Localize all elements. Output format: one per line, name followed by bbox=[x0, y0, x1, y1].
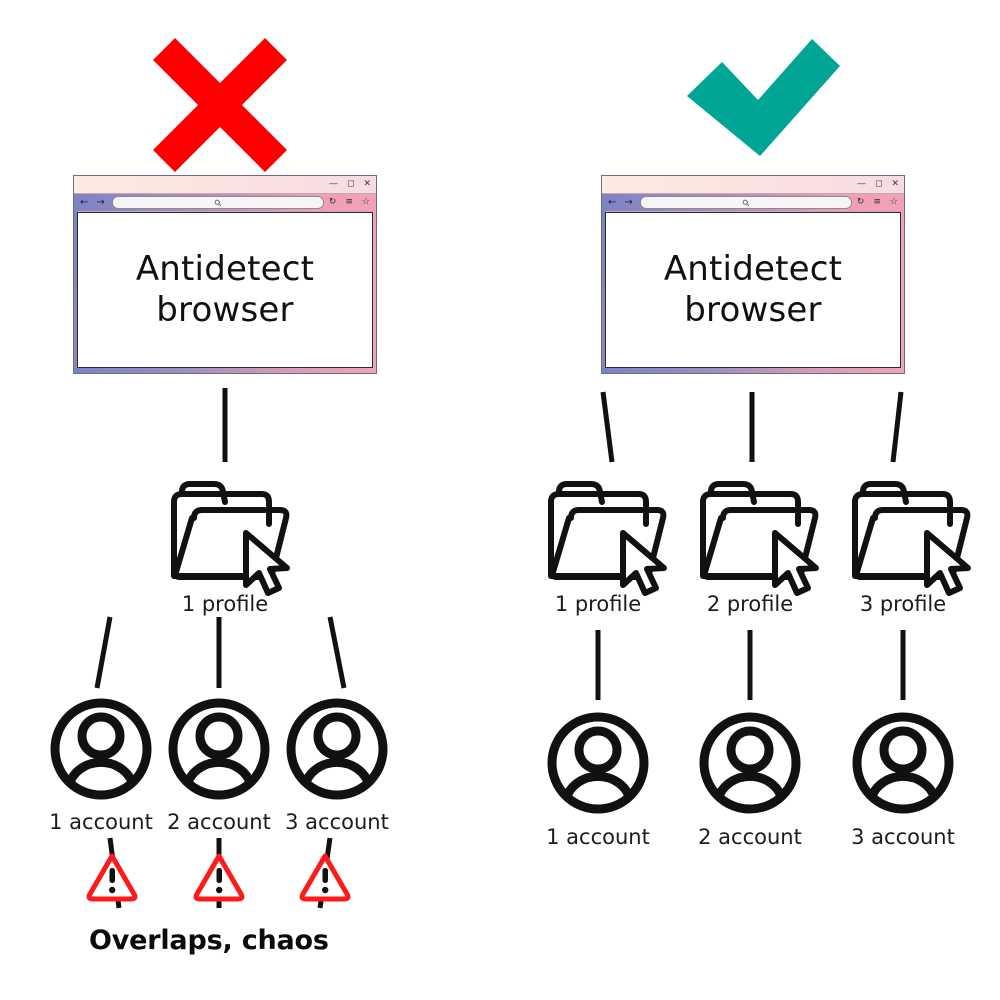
bookmark-star-icon[interactable]: ☆ bbox=[889, 197, 898, 207]
search-icon bbox=[742, 199, 749, 206]
account-label-right-2: 2 account bbox=[698, 825, 802, 849]
overlaps-chaos-label: Overlaps, chaos bbox=[89, 925, 329, 956]
nav-buttons-left: ← → bbox=[80, 196, 105, 208]
warning-triangle-icon-1 bbox=[86, 853, 138, 902]
browser-viewport-right: Antidetect browser bbox=[605, 212, 901, 368]
url-bar-right[interactable] bbox=[639, 196, 852, 209]
nav-buttons-right: ← → bbox=[608, 196, 633, 208]
folder-icon-right-2 bbox=[700, 481, 819, 596]
avatar-icon-right-3 bbox=[852, 712, 954, 814]
maximize-icon[interactable]: ◻ bbox=[346, 179, 355, 189]
browser-bottom-edge bbox=[602, 368, 904, 373]
page-text-line1: Antidetect bbox=[135, 248, 315, 289]
maximize-icon[interactable]: ◻ bbox=[874, 179, 883, 189]
account-label-right-1: 1 account bbox=[546, 825, 650, 849]
avatar-icon-right-1 bbox=[547, 712, 649, 814]
folder-icon-right-1 bbox=[548, 481, 667, 596]
teal-check-mark bbox=[687, 39, 840, 156]
cursor-icon bbox=[620, 530, 667, 596]
page-text-line2: browser bbox=[684, 290, 822, 330]
browser-bottom-edge bbox=[74, 368, 376, 373]
page-text-line1: Antidetect bbox=[663, 248, 843, 289]
toolbar-icons-right: ↻ ≡ ☆ bbox=[857, 198, 898, 207]
avatar-icon-left-1 bbox=[50, 698, 152, 800]
account-label-right-3: 3 account bbox=[851, 825, 955, 849]
bookmark-star-icon[interactable]: ☆ bbox=[361, 197, 370, 207]
avatar-icon-right-2 bbox=[699, 712, 801, 814]
close-icon[interactable]: ✕ bbox=[363, 179, 371, 189]
red-x-mark bbox=[153, 38, 287, 172]
profile-label-right-2: 2 profile bbox=[706, 592, 794, 616]
cursor-icon bbox=[924, 530, 971, 596]
profile-label-right-3: 3 profile bbox=[859, 592, 947, 616]
back-arrow-icon[interactable]: ← bbox=[80, 196, 89, 208]
toolbar-icons-left: ↻ ≡ ☆ bbox=[329, 198, 370, 207]
browser-viewport-left: Antidetect browser bbox=[77, 212, 373, 368]
forward-arrow-icon[interactable]: → bbox=[624, 196, 633, 208]
account-label-left-2: 2 account bbox=[167, 810, 271, 834]
browser-page-text-left: Antidetect browser bbox=[136, 249, 314, 332]
menu-icon[interactable]: ≡ bbox=[345, 197, 353, 207]
profile-label-left-1: 1 profile bbox=[181, 592, 269, 616]
warning-triangle-icon-3 bbox=[299, 853, 351, 902]
browser-left-edge bbox=[602, 210, 605, 373]
browser-right-edge bbox=[373, 210, 376, 373]
folder-icon-left-1 bbox=[171, 481, 290, 596]
account-label-left-1: 1 account bbox=[49, 810, 153, 834]
browser-toolbar-right: ← → ↻ ≡ ☆ bbox=[602, 194, 904, 212]
close-icon[interactable]: ✕ bbox=[891, 179, 899, 189]
folder-icon-right-3 bbox=[852, 481, 971, 596]
browser-page-text-right: Antidetect browser bbox=[664, 249, 842, 332]
reload-icon[interactable]: ↻ bbox=[328, 197, 337, 207]
right-connectors bbox=[595, 391, 906, 700]
browser-titlebar-left: — ◻ ✕ bbox=[74, 176, 376, 194]
window-controls-right: — ◻ ✕ bbox=[857, 176, 899, 193]
browser-left-edge bbox=[74, 210, 77, 373]
account-label-left-3: 3 account bbox=[285, 810, 389, 834]
cursor-icon bbox=[243, 530, 290, 596]
minimize-icon[interactable]: — bbox=[856, 179, 866, 189]
forward-arrow-icon[interactable]: → bbox=[96, 196, 105, 208]
minimize-icon[interactable]: — bbox=[328, 179, 338, 189]
warning-triangle-icon-2 bbox=[193, 853, 245, 902]
profile-label-right-1: 1 profile bbox=[554, 592, 642, 616]
search-icon bbox=[214, 199, 221, 206]
browser-window-right[interactable]: — ◻ ✕ ← → ↻ ≡ ☆ bbox=[601, 175, 905, 374]
avatar-icon-left-3 bbox=[286, 698, 388, 800]
reload-icon[interactable]: ↻ bbox=[856, 197, 865, 207]
avatar-icon-left-2 bbox=[168, 698, 270, 800]
back-arrow-icon[interactable]: ← bbox=[608, 196, 617, 208]
browser-window-left[interactable]: — ◻ ✕ ← → ↻ ≡ ☆ bbox=[73, 175, 377, 374]
page-text-line2: browser bbox=[156, 290, 294, 330]
menu-icon[interactable]: ≡ bbox=[873, 197, 881, 207]
url-bar-left[interactable] bbox=[111, 196, 324, 209]
cursor-icon bbox=[772, 530, 819, 596]
browser-right-edge bbox=[901, 210, 904, 373]
browser-toolbar-left: ← → ↻ ≡ ☆ bbox=[74, 194, 376, 212]
window-controls-left: — ◻ ✕ bbox=[329, 176, 371, 193]
browser-titlebar-right: — ◻ ✕ bbox=[602, 176, 904, 194]
